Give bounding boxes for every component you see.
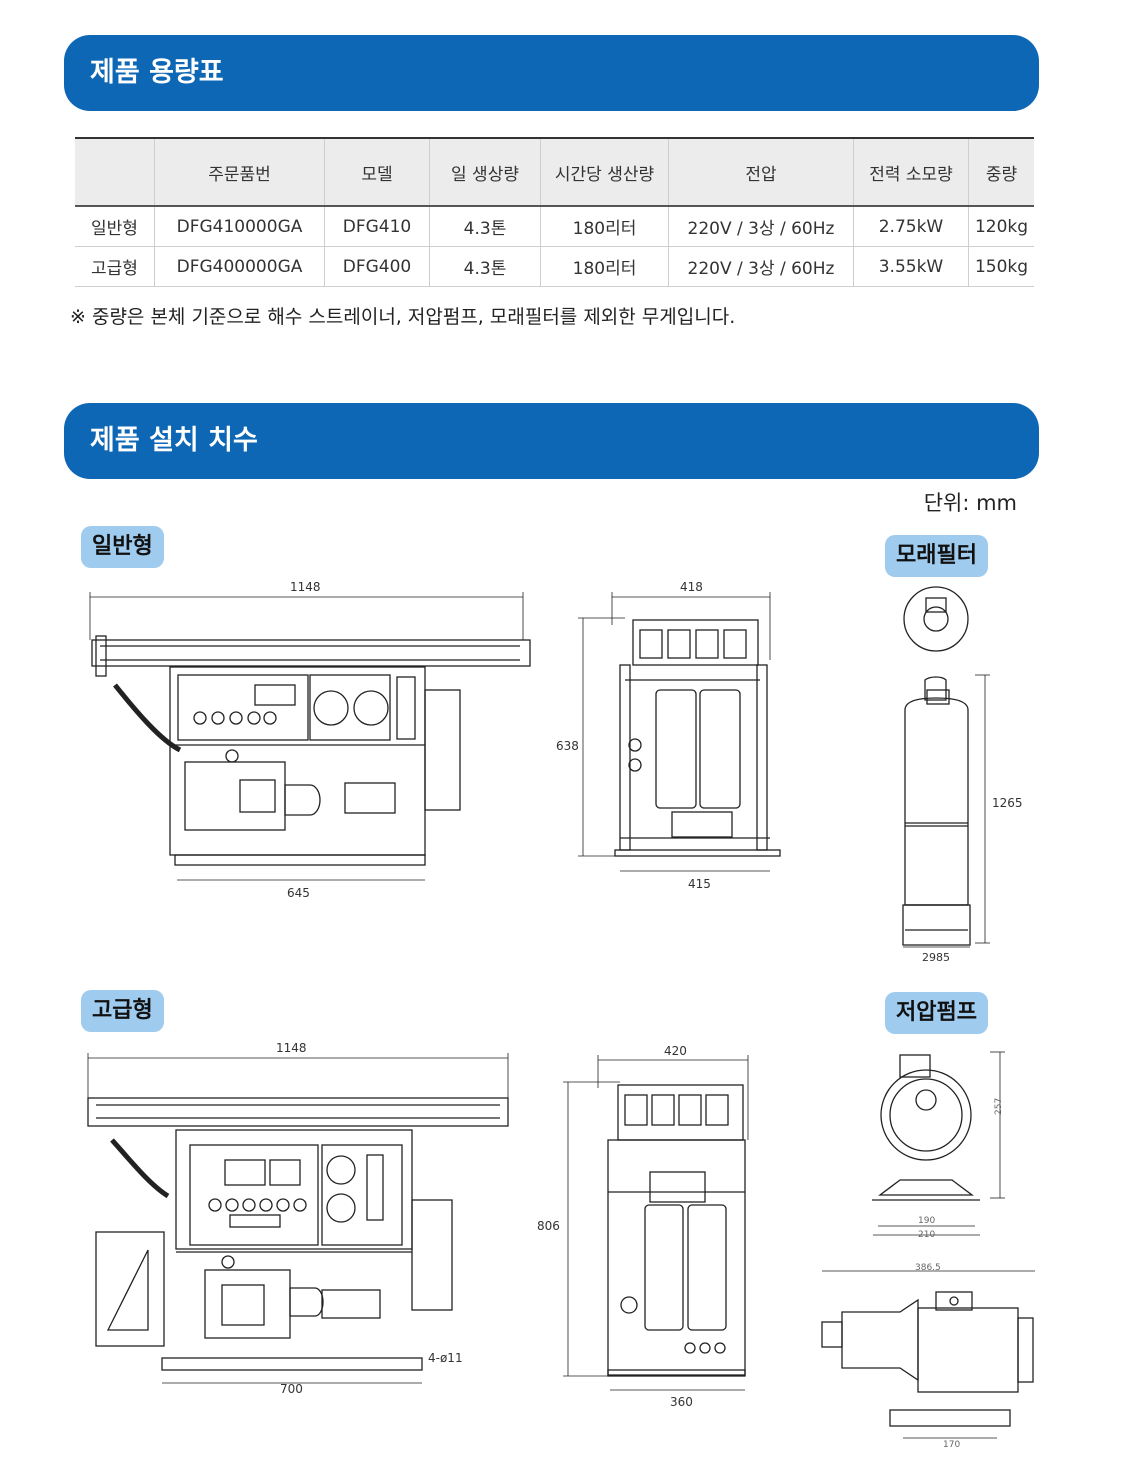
table-cell: 2.75kW xyxy=(853,205,969,247)
column-header: 주문품번 xyxy=(154,137,325,206)
premium-side-drawing xyxy=(563,1055,749,1391)
table-cell: 고급형 xyxy=(75,246,155,287)
dim-premium-height: 806 xyxy=(537,1219,560,1233)
section-title: 제품 설치 치수 xyxy=(90,425,258,456)
table-row: 고급형 DFG400000GA DFG400 4.3톤 180리터 220V /… xyxy=(75,246,1034,287)
dim-premium-side-width: 420 xyxy=(664,1044,687,1058)
standard-front-drawing xyxy=(89,592,531,881)
dim-standard-side-base: 415 xyxy=(688,877,711,891)
standard-side-drawing xyxy=(578,592,781,872)
table-cell: 150kg xyxy=(968,246,1034,287)
dim-pump-base-outer: 210 xyxy=(918,1230,936,1240)
unit-label: 단위: mm xyxy=(923,491,1017,515)
table-cell: 일반형 xyxy=(75,205,155,247)
sand-filter-drawing xyxy=(902,586,990,948)
table-cell: DFG410 xyxy=(324,205,430,247)
dim-standard-height: 638 xyxy=(556,739,579,753)
column-header: 전압 xyxy=(668,137,854,206)
pump-drawing xyxy=(821,1051,1035,1439)
premium-front-drawing xyxy=(87,1053,509,1384)
capacity-table: 주문품번 모델 일 생상량 시간당 생산량 전압 전력 소모량 중량 일반형 D… xyxy=(75,137,1034,287)
table-cell: 3.55kW xyxy=(853,246,969,287)
dim-pump-height: 257 xyxy=(994,1097,1004,1115)
dim-standard-base: 645 xyxy=(287,886,310,900)
label-standard: 일반형 xyxy=(81,526,164,568)
section-banner-dimensions: 제품 설치 치수 xyxy=(64,403,1039,479)
column-header: 전력 소모량 xyxy=(853,137,969,206)
table-row: 일반형 DFG410000GA DFG410 4.3톤 180리터 220V /… xyxy=(75,205,1034,247)
table-cell: 220V / 3상 / 60Hz xyxy=(668,205,854,247)
dim-standard-width: 1148 xyxy=(290,580,321,594)
table-cell: DFG400000GA xyxy=(154,246,325,287)
table-cell: 180리터 xyxy=(540,205,669,247)
table-cell: 180리터 xyxy=(540,246,669,287)
column-header xyxy=(75,137,155,206)
column-header: 시간당 생산량 xyxy=(540,137,669,206)
table-cell: 4.3톤 xyxy=(429,246,541,287)
dim-premium-side-base: 360 xyxy=(670,1395,693,1409)
dim-pump-length: 386.5 xyxy=(915,1263,941,1273)
table-cell: DFG410000GA xyxy=(154,205,325,247)
dim-filter-height: 1265 xyxy=(992,796,1023,810)
label-low-pressure-pump: 저압펌프 xyxy=(885,992,988,1034)
dim-premium-width: 1148 xyxy=(276,1041,307,1055)
dim-pump-foot: 170 xyxy=(943,1440,961,1450)
column-header: 일 생상량 xyxy=(429,137,541,206)
table-cell: 120kg xyxy=(968,205,1034,247)
column-header: 중량 xyxy=(968,137,1034,206)
table-cell: 4.3톤 xyxy=(429,205,541,247)
dim-standard-side-width: 418 xyxy=(680,580,703,594)
dim-premium-hole: 4-ø11 xyxy=(428,1351,463,1365)
dim-filter-base: 2985 xyxy=(922,951,950,964)
section-banner-capacity: 제품 용량표 xyxy=(64,35,1039,111)
dim-pump-base-inner: 190 xyxy=(918,1216,936,1226)
table-cell: DFG400 xyxy=(324,246,430,287)
dim-premium-base: 700 xyxy=(280,1382,303,1396)
weight-note: ※ 중량은 본체 기준으로 해수 스트레이너, 저압펌프, 모래필터를 제외한 … xyxy=(70,306,736,328)
table-header-row: 주문품번 모델 일 생상량 시간당 생산량 전압 전력 소모량 중량 xyxy=(75,137,1034,206)
section-title: 제품 용량표 xyxy=(90,57,224,88)
table-cell: 220V / 3상 / 60Hz xyxy=(668,246,854,287)
label-premium: 고급형 xyxy=(81,990,164,1032)
label-sand-filter: 모래필터 xyxy=(885,535,988,577)
column-header: 모델 xyxy=(324,137,430,206)
